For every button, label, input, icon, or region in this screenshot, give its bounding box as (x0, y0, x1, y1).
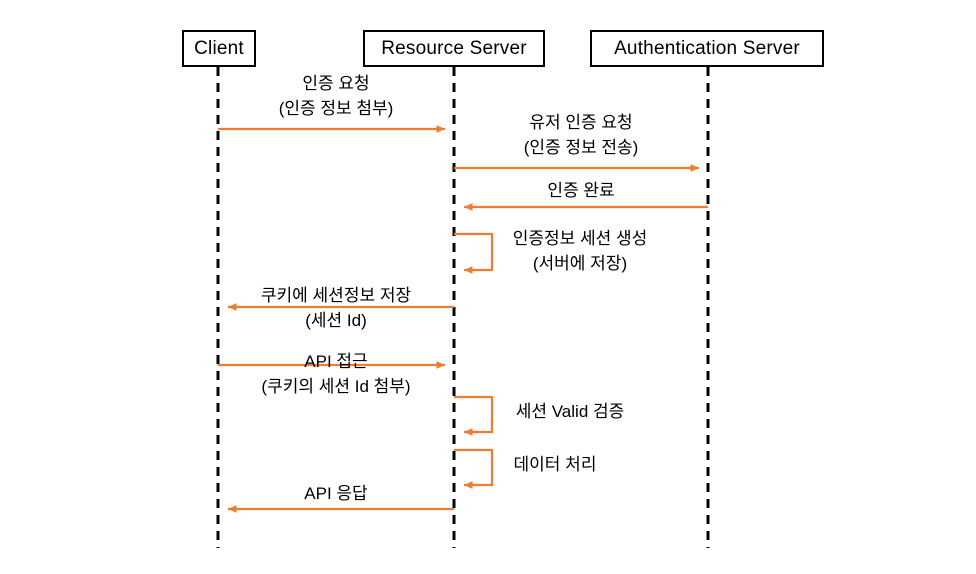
message-label-line: 인증정보 세션 생성 (512, 229, 648, 248)
message-label-msg-6-api-access: API 접근 (쿠키의 세션 Id 첨부) (261, 349, 410, 399)
message-label-line: API 응답 (304, 484, 368, 503)
message-label-msg-2-user-auth-request: 유저 인증 요청 (인증 정보 전송) (524, 110, 639, 160)
self-loop-msg-7-validate-session (454, 395, 494, 436)
message-label-msg-9-api-response: API 응답 (304, 481, 367, 506)
message-label-msg-7-validate-session: 세션 Valid 검증 (516, 399, 625, 424)
actor-box-authentication-server: Authentication Server (590, 30, 824, 67)
actor-label: Authentication Server (614, 37, 800, 59)
messages-group (218, 125, 708, 513)
message-label-line: (쿠키의 세션 Id 첨부) (261, 377, 411, 396)
message-label-line: (인증 정보 전송) (523, 138, 639, 157)
message-label-msg-3-auth-complete: 인증 완료 (547, 178, 614, 203)
actor-label: Resource Server (381, 37, 527, 59)
message-label-msg-8-process-data: 데이터 처리 (514, 452, 597, 477)
message-label-line: (세션 Id) (305, 311, 367, 330)
message-label-line: 쿠키에 세션정보 저장 (260, 286, 412, 305)
message-label-line: 인증 요청 (302, 74, 370, 93)
message-label-line: (인증 정보 첨부) (278, 99, 394, 118)
actor-box-resource-server: Resource Server (363, 30, 545, 67)
message-label-msg-5-store-session-cookie: 쿠키에 세션정보 저장 (세션 Id) (261, 283, 411, 333)
self-loop-msg-4-create-session (454, 232, 494, 274)
message-label-line: 세션 Valid 검증 (515, 402, 625, 421)
actor-box-client: Client (182, 30, 256, 67)
message-label-line: (서버에 저장) (532, 254, 628, 273)
actor-label: Client (194, 37, 244, 59)
message-label-line: 인증 완료 (547, 181, 615, 200)
message-label-line: 유저 인증 요청 (529, 113, 633, 132)
message-label-line: 데이터 처리 (513, 455, 597, 474)
message-label-line: API 접근 (304, 352, 368, 371)
self-loop-msg-8-process-data (454, 448, 494, 489)
message-label-msg-1-auth-request: 인증 요청 (인증 정보 첨부) (279, 71, 394, 121)
message-label-msg-4-create-session: 인증정보 세션 생성 (서버에 저장) (513, 226, 648, 276)
